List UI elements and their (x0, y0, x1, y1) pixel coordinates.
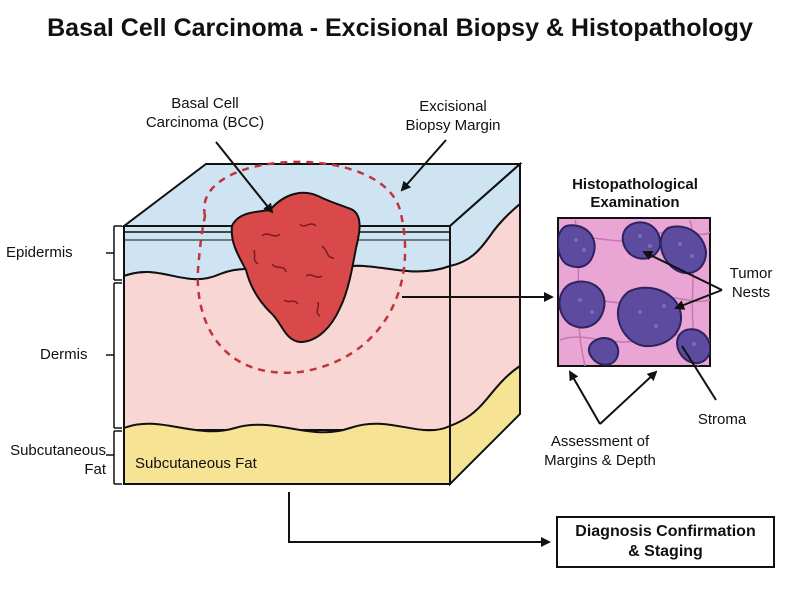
subcutaneous-fat-inner-label: Subcutaneous Fat (135, 455, 257, 472)
skin-block-side (449, 161, 521, 487)
tumor-nest-cells (558, 221, 710, 366)
bcc-callout-arrow (215, 141, 274, 214)
layer-bracket (106, 225, 122, 485)
epidermis-label: Epidermis (6, 244, 73, 261)
margin-callout-arrow (400, 139, 447, 192)
stroma-arrow (681, 345, 717, 401)
tumor-nest-arrow-1 (642, 251, 723, 291)
fat-layer (123, 422, 451, 485)
diagram-title: Basal Cell Carcinoma - Excisional Biopsy… (47, 14, 753, 42)
bcc-label: Basal Cell Carcinoma (BCC) (145, 95, 265, 131)
tumor-mass (230, 191, 361, 344)
stroma-label: Stroma (697, 411, 747, 428)
callout-arrows (215, 139, 723, 547)
dermis-label: Dermis (40, 346, 88, 363)
biopsy-margin-outline (196, 160, 407, 374)
histology-panel (557, 217, 711, 367)
tumor-nests-label: Tumor Nests (729, 265, 773, 301)
diagnosis-box: Diagnosis Confirmation & Staging (556, 516, 775, 568)
subcutaneous-fat-side-label: Subcutaneous Fat (10, 442, 106, 478)
to-diagnosis-arrow (288, 492, 551, 547)
biopsy-margin-label: Excisional Biopsy Margin (405, 98, 501, 134)
histology-title: Histopathological Examination (572, 176, 698, 211)
assessment-label: Assessment of Margins & Depth (544, 433, 656, 469)
assessment-arrow-1 (569, 370, 601, 425)
tumor-texture (253, 223, 335, 317)
tumor-nest-arrow-2 (674, 289, 723, 310)
assessment-arrow-2 (599, 370, 658, 425)
